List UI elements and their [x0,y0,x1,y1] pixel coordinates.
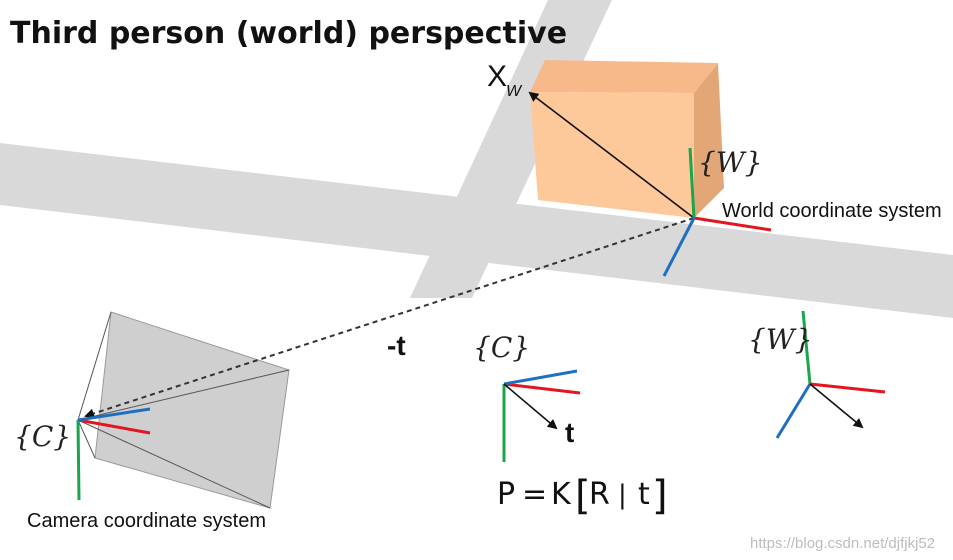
eq-t: t [638,477,650,512]
box-top-face [530,60,718,93]
eq-equals: = [522,477,547,512]
camera-system-label: Camera coordinate system [27,510,266,532]
eq-k: K [551,477,572,512]
watermark: https://blog.csdn.net/djfjkj52 [750,535,935,552]
eq-r: R [589,477,610,512]
page-title: Third person (world) perspective [10,16,567,51]
frustum-edge-top-left [77,311,112,421]
t-arrow [503,383,558,430]
w-axis-red [809,382,886,394]
frustum-edge-bottom-left [77,419,96,459]
world-axis-z [662,217,696,277]
camera-frustum [94,311,290,509]
neg-t-label: -t [387,330,406,361]
c-frame-label: {C} [473,331,530,364]
camera-frame-label: {C} [14,420,71,453]
eq-p: P [497,477,515,512]
camera-axis-z [77,407,151,422]
w-frame-label: {W} [748,323,812,356]
eq-left-bracket: [ [575,473,591,519]
c-axis-blue [503,369,578,386]
frustum-edge-top-right [77,369,290,421]
camera-axis-y [76,419,81,501]
projection-equation: P = K [ R | t ] [497,473,668,519]
world-axis-y [688,147,696,219]
w-arrow [809,383,864,429]
w-axis-blue [775,383,812,439]
world-axis-x [693,216,772,232]
w-axis-green [801,310,812,385]
point-label: X [487,60,507,93]
point-vector-arrow [528,91,695,219]
box-side-face [694,63,724,218]
camera-axis-x [77,418,151,435]
c-axis-red [503,382,581,395]
eq-right-bracket: ] [652,473,668,519]
frustum-edge-bottom-right [77,419,271,509]
eq-bar: | [618,480,627,510]
t-label: t [565,417,574,448]
point-subscript: W [506,83,523,100]
world-frame-label: {W} [698,146,762,179]
neg-t-dashed-arrow [84,217,695,419]
world-system-label: World coordinate system [722,200,942,222]
